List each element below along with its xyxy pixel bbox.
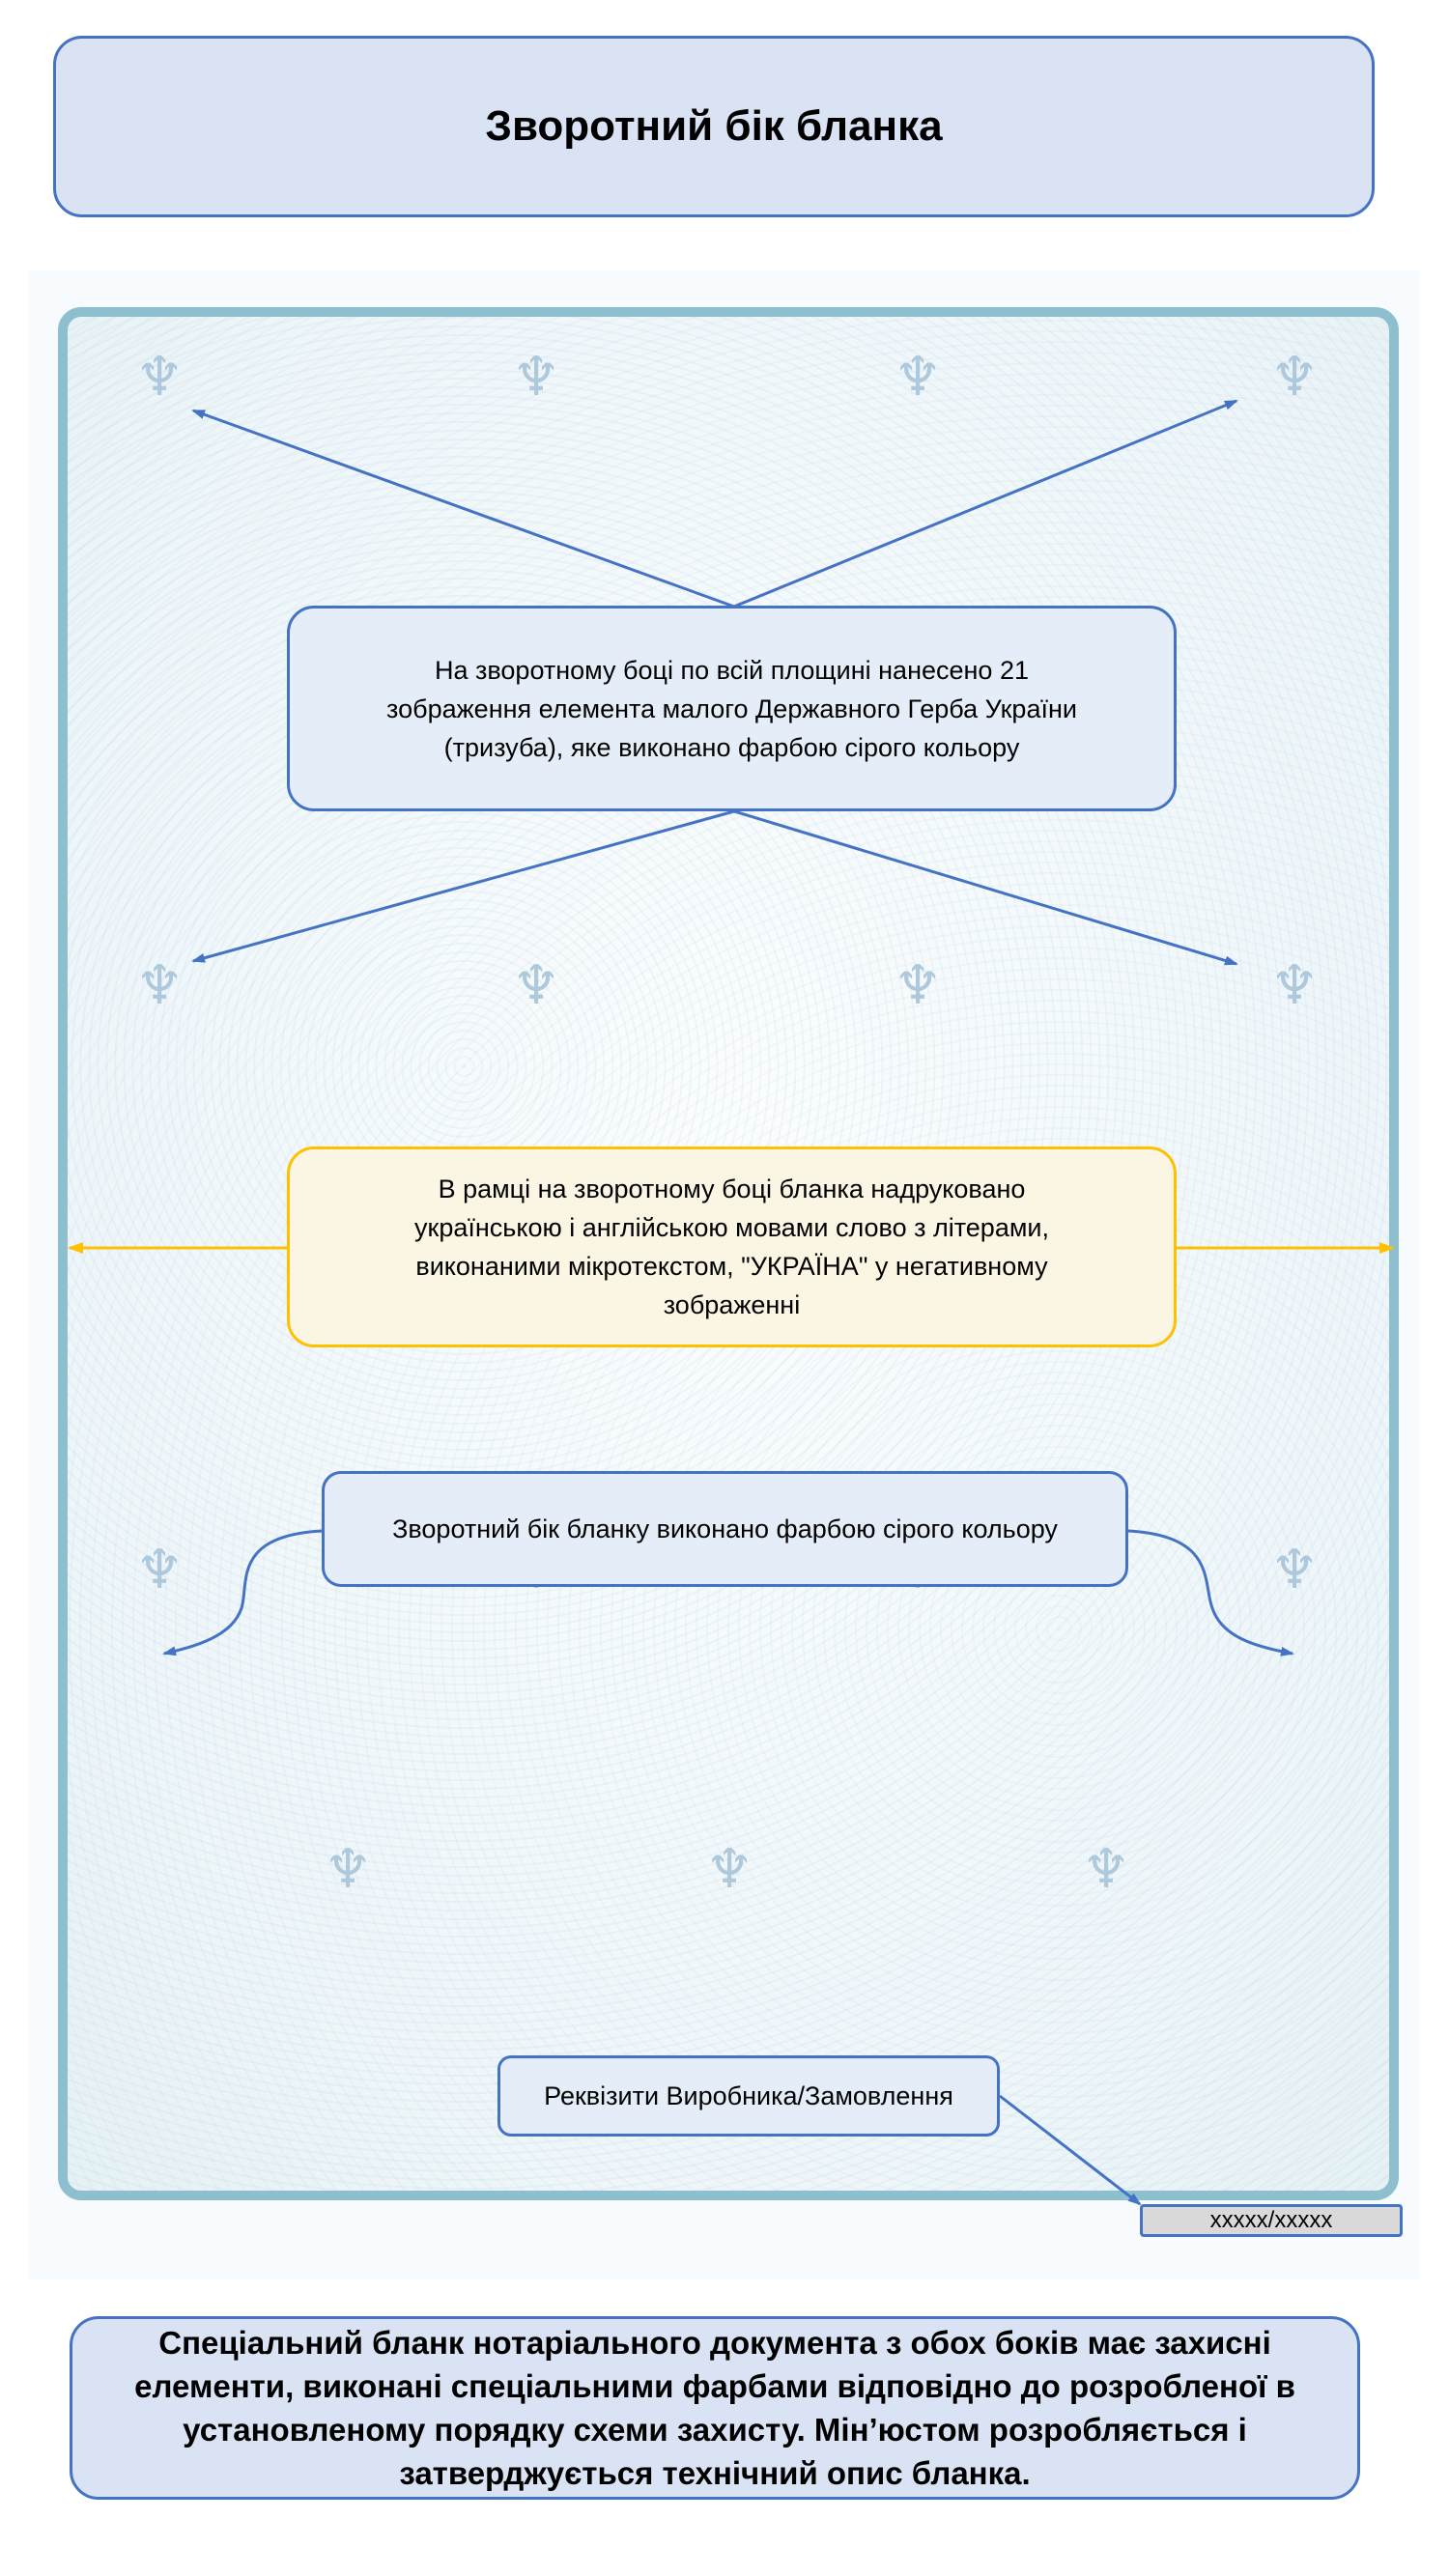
trident-callout: На зворотному боці по всій площині нанес…: [287, 606, 1177, 811]
trident-icon: ♆: [894, 346, 943, 409]
arrow-curve-left: [162, 1529, 323, 1656]
producer-callout: Реквізити Виробника/Замовлення: [497, 2055, 1000, 2137]
trident-icon: ♆: [1270, 1539, 1320, 1601]
trident-callout-line: (тризуба), яке виконано фарбою сірого ко…: [443, 732, 1020, 762]
serial-number-box: xxxxx/xxxxx: [1140, 2204, 1403, 2237]
trident-callout-line: зображення елемента малого Державного Ге…: [386, 694, 1077, 723]
gray-color-callout-text: Зворотний бік бланку виконано фарбою сір…: [392, 1514, 1058, 1543]
arrow-to-mid-left-trident: [191, 809, 735, 963]
footer-line: Спеціальний бланк нотаріального документ…: [158, 2325, 1271, 2361]
trident-icon: ♆: [1270, 346, 1320, 409]
arrow-to-top-right-trident: [733, 399, 1238, 609]
gray-color-callout: Зворотний бік бланку виконано фарбою сір…: [322, 1471, 1128, 1587]
trident-icon: ♆: [894, 954, 943, 1017]
trident-icon: ♆: [135, 1539, 185, 1601]
arrow-to-serial: [999, 2094, 1142, 2206]
trident-icon: ♆: [705, 1838, 754, 1901]
footer-note: Спеціальний бланк нотаріального документ…: [70, 2316, 1360, 2500]
frame-callout: В рамці на зворотному боці бланка надрук…: [287, 1146, 1177, 1347]
trident-icon: ♆: [512, 954, 561, 1017]
trident-icon: ♆: [512, 346, 561, 409]
trident-icon: ♆: [1270, 954, 1320, 1017]
trident-icon: ♆: [1082, 1838, 1131, 1901]
frame-callout-line: В рамці на зворотному боці бланка надрук…: [438, 1175, 1026, 1203]
trident-callout-line: На зворотному боці по всій площині нанес…: [434, 655, 1029, 685]
serial-number: xxxxx/xxxxx: [1209, 2207, 1333, 2233]
arrow-to-mid-right-trident: [733, 809, 1238, 966]
trident-icon: ♆: [135, 954, 185, 1017]
header-banner: Зворотний бік бланка: [53, 36, 1375, 217]
footer-line: установленому порядку схеми захисту. Мін…: [183, 2412, 1247, 2448]
footer-line: затверджується технічний опис бланка.: [399, 2455, 1031, 2491]
arrow-curve-right: [1127, 1529, 1294, 1656]
frame-callout-line: українською і англійською мовами слово з…: [414, 1213, 1049, 1242]
frame-callout-line: зображенні: [663, 1290, 801, 1319]
producer-callout-text: Реквізити Виробника/Замовлення: [544, 2081, 953, 2110]
arrow-to-top-left-trident: [191, 409, 735, 609]
trident-icon: ♆: [324, 1838, 373, 1901]
footer-line: елементи, виконані спеціальними фарбами …: [134, 2368, 1295, 2404]
page-title: Зворотний бік бланка: [485, 102, 943, 150]
trident-icon: ♆: [135, 346, 185, 409]
frame-callout-line: виконаними мікротекстом, "УКРАЇНА" у нег…: [415, 1252, 1048, 1281]
